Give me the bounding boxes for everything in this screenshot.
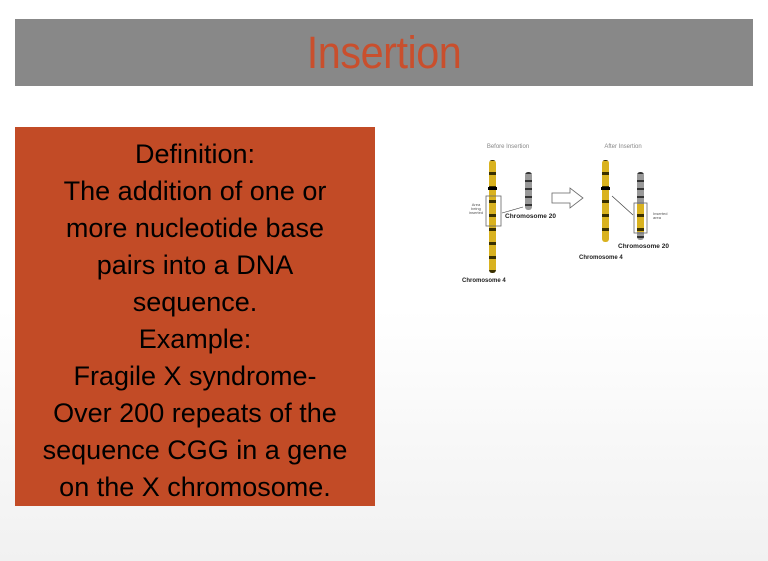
definition-line: Fragile X syndrome- (73, 361, 317, 391)
definition-line: Over 200 repeats of the (53, 398, 337, 428)
chromosome-20-label-after: Chromosome 20 (618, 243, 669, 250)
chromosome-20-label-before: Chromosome 20 (505, 213, 556, 220)
chromosome-4-after (602, 160, 609, 242)
definition-line: Example: (138, 324, 252, 354)
definition-line: The addition of one or (63, 176, 327, 206)
right-arrow-icon (551, 187, 584, 209)
before-label: Before Insertion (487, 144, 529, 150)
annotation-text: inserted (469, 210, 483, 215)
definition-line: more nucleotide base (65, 213, 325, 243)
title-bar: Insertion (15, 19, 753, 86)
chromosome-4-label-before: Chromosome 4 (462, 278, 506, 284)
chromosome-20-before (525, 172, 532, 210)
chromosome-4-before (489, 160, 496, 273)
definition-line: pairs into a DNA (96, 250, 294, 280)
annotation-text: Area (472, 202, 481, 207)
annotation-text: being (471, 206, 481, 211)
definition-line: sequence CGG in a gene (42, 435, 348, 465)
definition-line: Definition: (134, 139, 256, 169)
slide-title: Insertion (306, 26, 462, 78)
insertion-diagram: Before Insertion After Insertion Area be… (452, 135, 680, 290)
after-label: After Insertion (604, 144, 641, 150)
definition-line: on the X chromosome. (59, 472, 331, 502)
definition-box: Definition: The addition of one or more … (15, 127, 375, 506)
chromosome-4-label-after: Chromosome 4 (579, 255, 623, 261)
annotation-text: Inserted (653, 211, 667, 216)
definition-line: sequence. (132, 287, 258, 317)
annotation-text: area (653, 215, 662, 220)
